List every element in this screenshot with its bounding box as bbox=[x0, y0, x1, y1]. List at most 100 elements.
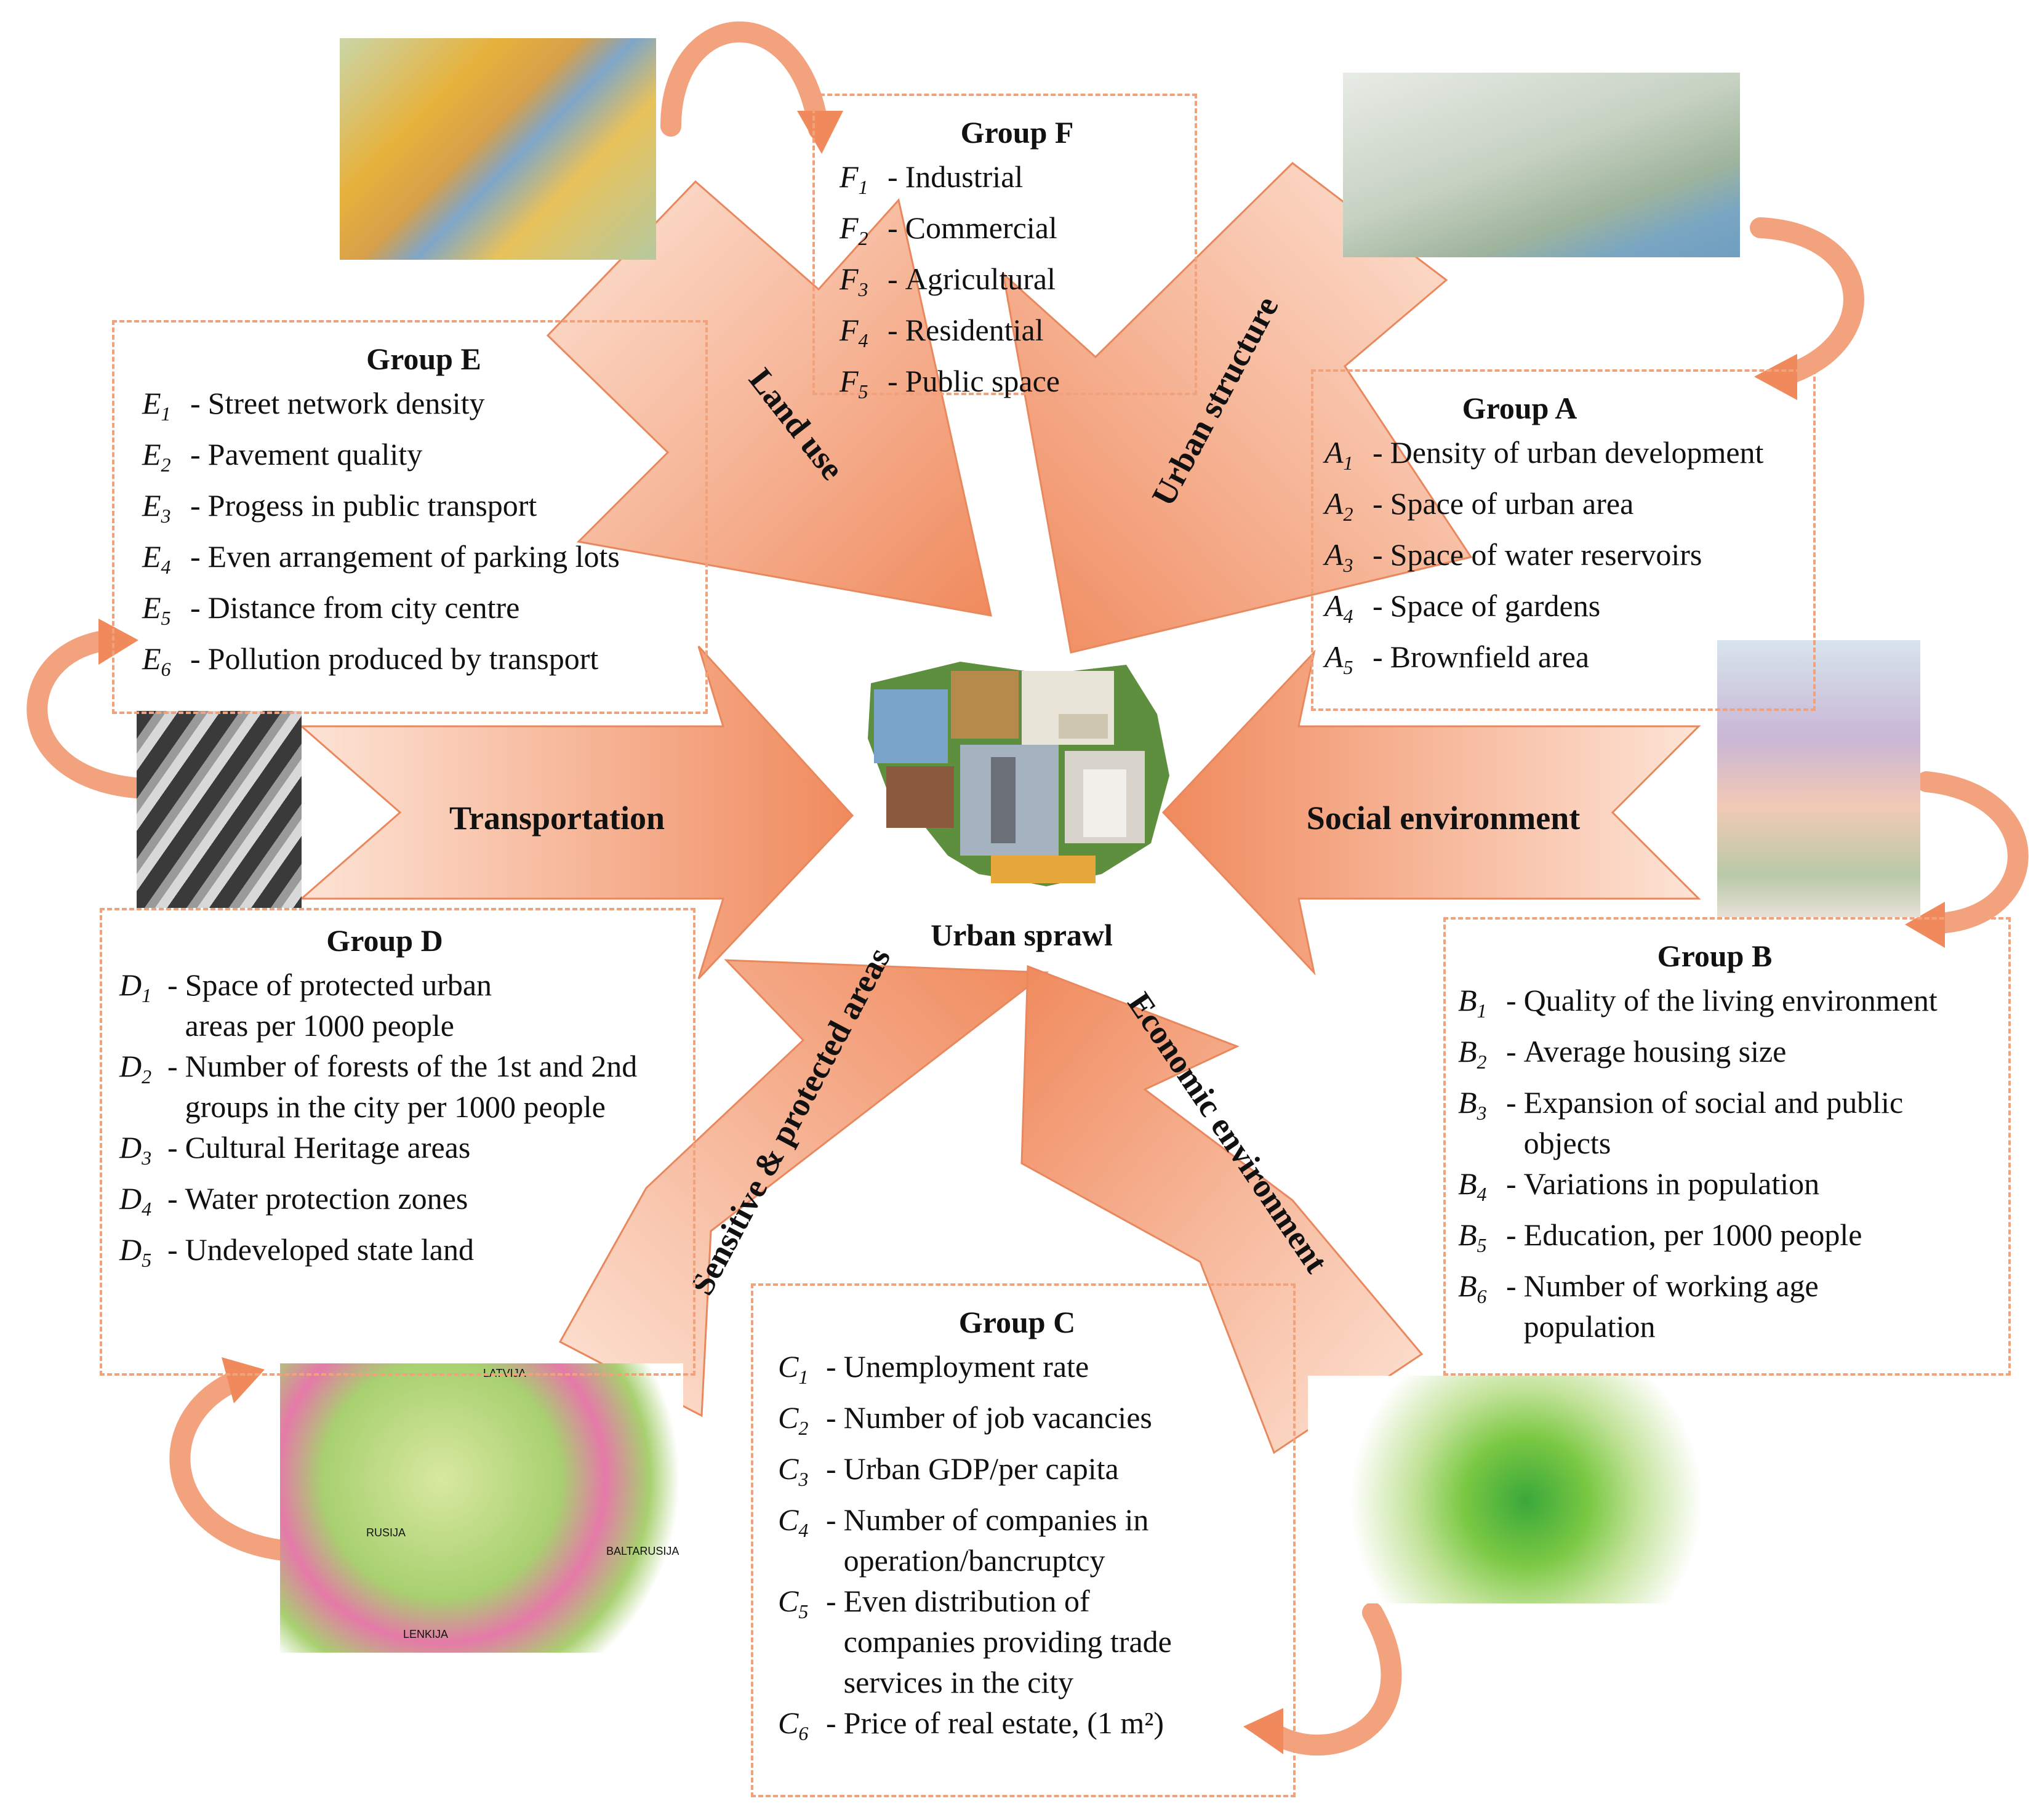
item-code: B3 bbox=[1458, 1082, 1501, 1133]
item-code: A3 bbox=[1325, 534, 1368, 585]
item-dash: - bbox=[826, 1349, 836, 1384]
item-text: Water protection zones bbox=[185, 1181, 468, 1216]
item-code-letter: B bbox=[1458, 1085, 1477, 1120]
item-text: Price of real estate, (1 m²) bbox=[843, 1706, 1164, 1740]
item-code-sub: 1 bbox=[142, 984, 152, 1006]
item-code-letter: B bbox=[1458, 1034, 1477, 1069]
group-d-items: D1-Space of protected urban areas per 10… bbox=[119, 965, 693, 1280]
group-a-title: Group A bbox=[1462, 391, 1577, 425]
item-code: A1 bbox=[1325, 432, 1368, 483]
group-d-title: Group D bbox=[326, 923, 443, 958]
map-label-lenkija: LENKIJA bbox=[403, 1628, 449, 1640]
item-code: B4 bbox=[1458, 1163, 1501, 1214]
item-dash: - bbox=[190, 539, 201, 574]
social-environment-arrow bbox=[1161, 649, 1701, 976]
item-code-letter: C bbox=[778, 1400, 799, 1435]
group-f-item: F2-Commercial bbox=[840, 207, 1195, 259]
group-f-item: F3-Agricultural bbox=[840, 259, 1195, 310]
item-code-letter: A bbox=[1325, 486, 1344, 521]
group-a-item: A1-Density of urban development bbox=[1325, 432, 1813, 483]
item-code: B2 bbox=[1458, 1031, 1501, 1082]
curve-arrowhead-left bbox=[98, 619, 138, 665]
group-a-item: A2-Space of urban area bbox=[1325, 483, 1813, 534]
item-dash: - bbox=[826, 1584, 836, 1618]
item-dash: - bbox=[167, 1130, 178, 1165]
curve-arrowhead-bottom-left bbox=[222, 1357, 265, 1403]
item-text: Pavement quality bbox=[207, 437, 423, 471]
group-e-item: E4-Even arrangement of parking lots bbox=[142, 536, 705, 587]
item-code: A2 bbox=[1325, 483, 1368, 534]
item-dash: - bbox=[167, 1232, 178, 1267]
group-b-item: B2-Average housing size bbox=[1458, 1031, 2008, 1082]
item-code-sub: 3 bbox=[161, 505, 171, 527]
item-text: Average housing size bbox=[1523, 1034, 1787, 1069]
item-code-letter: C bbox=[778, 1584, 799, 1618]
item-code: E4 bbox=[142, 536, 185, 587]
transportation-label: Transportation bbox=[449, 800, 665, 836]
item-code-sub: 1 bbox=[161, 403, 171, 425]
item-dash: - bbox=[190, 437, 201, 471]
item-dash: - bbox=[1373, 588, 1383, 623]
item-code-sub: 3 bbox=[858, 278, 868, 300]
curve-arrowhead-right bbox=[1905, 902, 1945, 948]
item-code-sub: 6 bbox=[1477, 1285, 1487, 1307]
group-a-item: A4-Space of gardens bbox=[1325, 585, 1813, 636]
item-text: Public space bbox=[905, 364, 1060, 398]
group-b-item: B3-Expansion of social and public object… bbox=[1458, 1082, 2008, 1163]
item-code-letter: A bbox=[1325, 640, 1344, 674]
item-code-sub: 4 bbox=[1477, 1183, 1487, 1205]
item-text: Variations in population bbox=[1523, 1166, 1820, 1201]
item-code-sub: 3 bbox=[1477, 1102, 1487, 1124]
item-code: C4 bbox=[778, 1499, 821, 1550]
item-text: Density of urban development bbox=[1390, 435, 1764, 470]
item-text: Number of working age population bbox=[1523, 1269, 1819, 1344]
group-d-item: D2-Number of forests of the 1st and 2nd … bbox=[119, 1046, 693, 1127]
group-e-item: E1-Street network density bbox=[142, 383, 705, 434]
item-code-sub: 3 bbox=[142, 1147, 152, 1169]
item-text: Undeveloped state land bbox=[185, 1232, 474, 1267]
item-dash: - bbox=[167, 1181, 178, 1216]
item-code-sub: 2 bbox=[142, 1065, 152, 1088]
land-use-arrow bbox=[546, 180, 992, 617]
item-dash: - bbox=[1373, 435, 1383, 470]
curve-arrow-top bbox=[660, 21, 829, 140]
item-dash: - bbox=[1506, 983, 1517, 1017]
item-code-sub: 4 bbox=[1343, 605, 1353, 627]
item-dash: - bbox=[167, 968, 178, 1002]
item-code-sub: 5 bbox=[161, 607, 171, 629]
item-code: C6 bbox=[778, 1703, 821, 1754]
item-code-letter: B bbox=[1458, 983, 1477, 1017]
curve-arrow-lower-left-visible bbox=[169, 1368, 300, 1562]
item-code-letter: B bbox=[1458, 1269, 1477, 1303]
item-code-letter: C bbox=[778, 1451, 799, 1486]
item-dash: - bbox=[1506, 1166, 1517, 1201]
group-c-item: C3-Urban GDP/per capita bbox=[778, 1448, 1293, 1499]
social-environment-image bbox=[1717, 640, 1920, 917]
item-dash: - bbox=[1506, 1269, 1517, 1303]
item-code-letter: E bbox=[142, 590, 161, 625]
item-code-sub: 2 bbox=[798, 1417, 809, 1439]
item-code: F1 bbox=[840, 156, 883, 207]
item-code: D1 bbox=[119, 965, 162, 1016]
item-text: Urban GDP/per capita bbox=[843, 1451, 1119, 1486]
item-code: E1 bbox=[142, 383, 185, 434]
item-text: Pollution produced by transport bbox=[207, 641, 599, 676]
group-e-item: E5-Distance from city centre bbox=[142, 587, 705, 638]
group-d-item: D1-Space of protected urban areas per 10… bbox=[119, 965, 693, 1046]
item-code-letter: A bbox=[1325, 537, 1344, 572]
item-code-letter: E bbox=[142, 386, 161, 420]
item-text: Number of forests of the 1st and 2nd gro… bbox=[185, 1049, 638, 1124]
item-code: F5 bbox=[840, 361, 883, 412]
sensitive-protected-arrow bbox=[558, 959, 1049, 1418]
item-text: Industrial bbox=[905, 159, 1024, 194]
item-text: Even arrangement of parking lots bbox=[207, 539, 620, 574]
item-code-sub: 2 bbox=[858, 227, 868, 249]
group-c-item: C2-Number of job vacancies bbox=[778, 1397, 1293, 1448]
item-code-letter: C bbox=[778, 1349, 799, 1384]
group-c-item: C5-Even distribution of companies provid… bbox=[778, 1581, 1293, 1703]
item-code-letter: F bbox=[840, 159, 859, 194]
item-code-letter: D bbox=[119, 1049, 142, 1083]
